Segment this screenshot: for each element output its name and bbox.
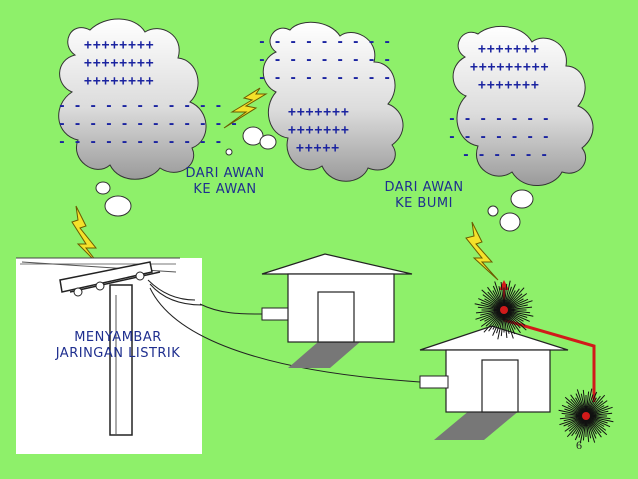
cloud-middle-negative-charges: - - - - - - - - -- - - - - - - - -- - - …: [258, 35, 392, 86]
spark-burst-icon-ground: [558, 388, 614, 444]
cloud-icon-right: [452, 25, 594, 186]
thought-bubbles-right: [487, 189, 534, 232]
cloud-left-negative-charges: - - - - - - - - - - -- - - - - - - - - -…: [58, 99, 239, 150]
cloud-icon-middle: [262, 21, 404, 182]
lightning-bolt-icon-cloud-to-cloud: [223, 87, 268, 129]
slide-number: 6: [576, 438, 582, 452]
lightning-bolt-icon-ground: [465, 221, 499, 281]
utility-pole-icon: [16, 257, 421, 454]
cloud-right-negative-charges: - - - - - - -- - - - - - -- - - - - -: [448, 112, 550, 163]
cloud-middle-positive-charges: +++++++++++++++++++: [288, 105, 350, 156]
service-wire-house-1: [199, 303, 291, 321]
spark-burst-icon-roof: [474, 280, 534, 340]
lightning-bolt-icon-network: [71, 205, 101, 267]
label-cloud-to-ground: DARI AWAN KE BUMI: [384, 180, 464, 211]
cloud-left-positive-charges: ++++++++++++++++++++++++: [84, 38, 155, 89]
cloud-right-positive-charges: +++++++++++++++++++++++: [470, 42, 550, 93]
house-icon-2: [419, 325, 569, 440]
label-strike-network: MENYAMBAR JARINGAN LISTRIK: [55, 330, 181, 361]
cloud-icon-left: [58, 18, 207, 180]
label-cloud-to-cloud: DARI AWAN KE AWAN: [185, 166, 265, 197]
thought-bubbles-middle: [225, 126, 277, 156]
house-icon-1: [261, 253, 413, 368]
thought-bubbles-left: [95, 181, 132, 217]
